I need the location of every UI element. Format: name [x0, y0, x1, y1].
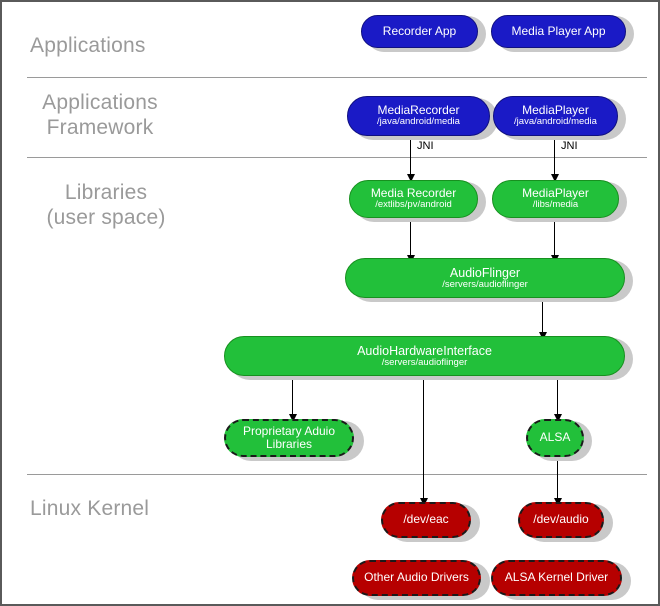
edge-label-jni-right: JNI [561, 140, 578, 152]
connector-audiohwiface-alsa [557, 376, 558, 420]
node-subtitle: /extlibs/pv/android [375, 199, 452, 211]
node-title: MediaPlayer [522, 185, 589, 200]
node-title-line2: Libraries [265, 437, 313, 451]
edge-label-jni-left: JNI [417, 140, 434, 152]
node-title: Other Audio Drivers [364, 570, 469, 585]
node-alsa-kernel-driver[interactable]: ALSA Kernel Driver [491, 560, 622, 596]
node-dev-audio[interactable]: /dev/audio [518, 502, 604, 538]
node-mediarecorder-framework[interactable]: MediaRecorder /java/android/media [347, 96, 490, 136]
node-media-player-app[interactable]: Media Player App [491, 15, 626, 48]
connector-mediaplayerlib-audioflinger [554, 221, 555, 261]
node-media-player-lib[interactable]: MediaPlayer /libs/media [492, 180, 619, 218]
node-mediaplayer-framework[interactable]: MediaPlayer /java/android/media [493, 96, 618, 136]
connector-audiohwiface-proprietarylibs [292, 376, 293, 420]
node-dev-eac[interactable]: /dev/eac [381, 502, 471, 538]
node-subtitle: /java/android/media [514, 116, 597, 128]
node-recorder-app[interactable]: Recorder App [361, 15, 478, 48]
node-title: AudioHardwareInterface [357, 343, 492, 358]
node-subtitle: /libs/media [532, 199, 579, 211]
node-subtitle: /servers/audioflinger [381, 356, 468, 368]
layer-label-libraries: Libraries (user space) [46, 181, 166, 229]
connector-mediarecorder-jni [410, 140, 411, 180]
connector-mediaplayer-jni [554, 140, 555, 180]
node-media-recorder-lib[interactable]: Media Recorder /extlibs/pv/android [349, 180, 478, 218]
node-audioflinger[interactable]: AudioFlinger /servers/audioflinger [345, 258, 625, 298]
node-subtitle: /servers/audioflinger [442, 278, 528, 290]
node-title: /dev/eac [403, 512, 449, 527]
node-title: Recorder App [382, 23, 457, 38]
arrowhead-audiohwiface-alsa [554, 414, 562, 422]
arrowhead-mediarecorder-jni [407, 174, 415, 182]
node-audiohardwareinterface[interactable]: AudioHardwareInterface /servers/audiofli… [224, 336, 625, 376]
node-title: Media Recorder [370, 185, 457, 200]
node-other-audio-drivers[interactable]: Other Audio Drivers [352, 560, 481, 596]
connector-alsa-devaudio [557, 460, 558, 503]
divider-applications [27, 77, 647, 78]
node-title: ALSA [539, 430, 571, 445]
arrowhead-mediaplayer-jni [551, 174, 559, 182]
layer-label-applications: Applications [30, 34, 146, 57]
node-subtitle: /java/android/media [377, 116, 460, 128]
layer-label-applications-framework: Applications Framework [42, 91, 158, 139]
layer-label-linux-kernel: Linux Kernel [30, 497, 150, 520]
connector-mediarecorderlib-audioflinger [410, 221, 411, 261]
node-alsa[interactable]: ALSA [526, 419, 584, 457]
node-title: Proprietary Aduio [242, 423, 336, 438]
node-title: AudioFlinger [449, 265, 521, 280]
node-title: ALSA Kernel Driver [504, 570, 609, 585]
connector-audioflinger-audiohwiface [542, 300, 543, 338]
node-title: Media Player App [511, 23, 606, 38]
connector-audiohwiface-deveac [423, 376, 424, 503]
node-title: MediaRecorder [377, 102, 460, 117]
divider-libraries [27, 474, 647, 475]
node-proprietary-audio-libraries[interactable]: Proprietary Aduio Libraries [224, 419, 354, 457]
node-title: MediaPlayer [522, 102, 589, 117]
node-title: /dev/audio [533, 512, 589, 527]
divider-framework [27, 157, 647, 158]
arrowhead-audiohwiface-proprietarylibs [289, 414, 297, 422]
